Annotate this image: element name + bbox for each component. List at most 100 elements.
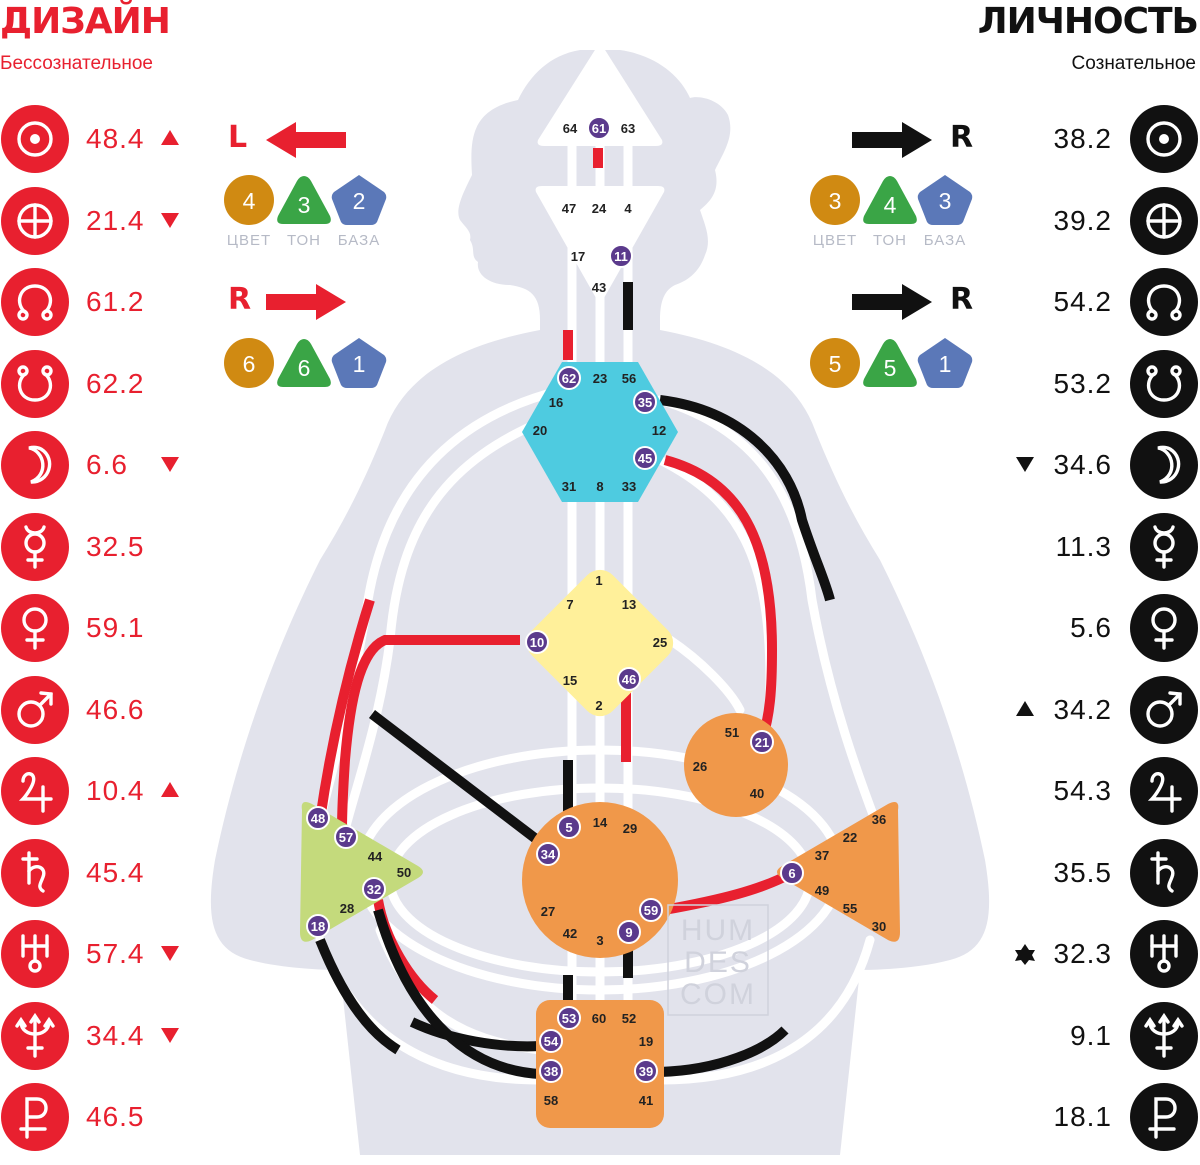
color-badge: 6: [220, 337, 278, 389]
design-planet-row: 62.2: [0, 349, 1200, 418]
gate-label: 7: [566, 597, 573, 612]
gate-active: 62: [557, 366, 581, 390]
direction-label: L: [228, 120, 248, 155]
root-center: [536, 1000, 664, 1128]
gate-badge: [557, 1006, 581, 1030]
planet-mark-down-icon: [1012, 451, 1038, 477]
design-planet-value: 34.4: [86, 1019, 145, 1051]
gate-active: 38: [539, 1059, 563, 1083]
planet-mark-down-icon: [157, 940, 183, 966]
gate-active: 48: [306, 806, 330, 830]
personality-planet-value: 54.2: [1053, 286, 1112, 317]
gate-number: 3: [596, 933, 603, 948]
design-planet-value: 21.4: [86, 204, 145, 236]
color-value: 6: [242, 351, 256, 377]
tone-badge: 4: [861, 174, 919, 226]
planet-mark-up-icon: [1012, 696, 1038, 722]
gate-active: 59: [639, 898, 663, 922]
moon-icon: [1, 431, 69, 499]
gate-label: 31: [562, 479, 576, 494]
personality-planet-row: 34.2: [0, 675, 1200, 744]
tone-badge: 6: [275, 337, 333, 389]
direction-label: R: [950, 120, 974, 155]
personality-planet-value: 18.1: [1053, 1101, 1112, 1132]
personality-subtitle: Сознательное: [1071, 53, 1196, 74]
gate-label: 58: [544, 1093, 558, 1108]
gate-number: 8: [596, 479, 603, 494]
color-value: 4: [242, 188, 256, 214]
gate-active: 46: [617, 667, 641, 691]
gate-number: 19: [639, 1034, 653, 1049]
sun-icon: [1130, 105, 1198, 173]
gate-number: 64: [563, 121, 578, 136]
gate-label: 50: [397, 865, 411, 880]
gate-number: 40: [750, 786, 764, 801]
gate-active: 11: [609, 244, 633, 268]
head-center: [537, 42, 663, 146]
gate-label: 46: [622, 672, 636, 687]
gate-label: 53: [562, 1011, 576, 1026]
gate-label: 23: [593, 371, 607, 386]
gate-badge: [780, 861, 804, 885]
gate-number: 12: [652, 423, 666, 438]
base-value: 3: [938, 188, 952, 214]
gate-number: 1: [595, 573, 602, 588]
planet-mark-down-icon: [157, 1022, 183, 1048]
personality-planet-value: 54.3: [1053, 775, 1112, 806]
gate-badge: [539, 1059, 563, 1083]
gate-label: 22: [843, 830, 857, 845]
arrow-right-icon: [852, 122, 934, 158]
gate-label: 41: [639, 1093, 653, 1108]
design-planet-row: 59.1: [0, 594, 1200, 662]
gate-label: 1: [595, 573, 602, 588]
gate-number: 55: [843, 901, 857, 916]
solar-plexus-center: [777, 802, 900, 942]
design-planet-value: 32.5: [86, 530, 145, 562]
uranus-icon: [1, 920, 69, 988]
gate-label: 25: [653, 635, 667, 650]
gate-label: 47: [562, 201, 576, 216]
gate-label: 61: [592, 121, 606, 136]
gate-label: 54: [544, 1034, 559, 1049]
tone-caption: ТОН: [873, 232, 907, 249]
gate-label: 56: [622, 371, 636, 386]
gate-active: 39: [634, 1059, 658, 1083]
personality-planet-value: 11.3: [1055, 530, 1112, 562]
personality-planet-value: 34.6: [1053, 449, 1112, 480]
jupiter-icon: [1130, 757, 1198, 825]
gate-number: 43: [592, 280, 606, 295]
gate-active: 45: [633, 446, 657, 470]
gate-label: 55: [843, 901, 857, 916]
gate-label: 4: [624, 201, 632, 216]
design-planet-value: 48.4: [86, 123, 145, 154]
gate-badge: [362, 877, 386, 901]
neptune-icon: [1, 1001, 69, 1070]
design-planet-row: 61.2: [0, 268, 1200, 336]
design-planet-row: 48.4: [0, 105, 1200, 173]
personality-planet-row: 5.6: [0, 594, 1200, 662]
design-planet-row: 46.5: [0, 1083, 1200, 1151]
gate-number: 37: [815, 848, 829, 863]
design-planet-row: 10.4: [0, 757, 1200, 825]
gate-number: 58: [544, 1093, 558, 1108]
gate-badge: [617, 667, 641, 691]
personality-planet-row: 54.2: [0, 268, 1200, 336]
gate-label: 3: [596, 933, 603, 948]
gate-badge: [557, 366, 581, 390]
earth-icon: [1, 186, 69, 255]
gate-number: 33: [622, 479, 636, 494]
direction-label: R: [228, 282, 252, 317]
color-badge: 4: [220, 174, 278, 226]
gate-badge: [306, 806, 330, 830]
mars-icon: [1, 675, 69, 744]
personality-planet-row: 9.1: [0, 1001, 1200, 1070]
design-planet-value: 6.6: [86, 449, 128, 480]
planet-mark-up-icon: [157, 125, 183, 151]
gate-label: 45: [638, 451, 652, 466]
ajna-center: [535, 186, 665, 301]
design-title: ДИЗАЙН: [0, 1, 171, 42]
gate-active: 53: [557, 1006, 581, 1030]
gate-badge: [525, 630, 549, 654]
personality-planet-value: 34.2: [1053, 693, 1112, 725]
personality-planet-row: 53.2: [0, 349, 1200, 418]
